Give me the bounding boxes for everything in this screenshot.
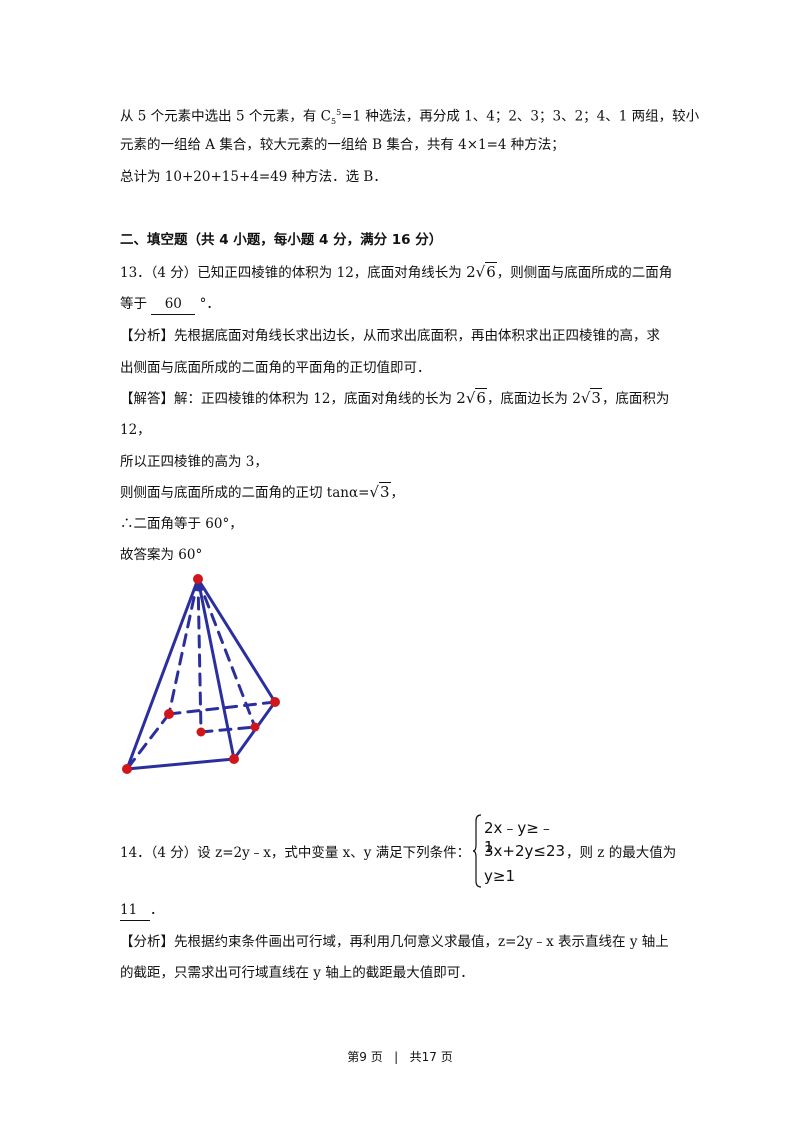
edge-apex-a	[125, 577, 200, 771]
q13-sol-radicand-3b: 3	[378, 482, 391, 501]
q14-stem-line-1b: ，则 z 的最大值为	[566, 845, 677, 861]
left-brace-icon	[472, 814, 482, 888]
q13-solution-2: 12，	[120, 422, 151, 438]
q13-solution-4: 则侧面与底面所成的二面角的正切 tanα=√3，	[120, 482, 404, 503]
edge-apex-d-hidden	[167, 577, 200, 716]
constraint-2: 3x+2y≤23	[484, 842, 566, 860]
q14-analysis-2: 的截距，只需求出可行域直线在 y 轴上的截距最大值即可．	[120, 965, 474, 981]
point-d	[164, 709, 174, 719]
q13-coef: 2	[466, 263, 476, 281]
q13-radicand: 6	[485, 262, 497, 281]
edge-height-hidden	[196, 577, 203, 734]
page-number: 第9 页	[347, 1050, 383, 1064]
point-midpoint	[250, 722, 260, 732]
footer-separator: |	[394, 1050, 399, 1064]
prev-line-3: 总计为 10+20+15+4=49 种方法．选 B．	[120, 169, 387, 185]
edge-diagonal-hidden	[199, 725, 257, 734]
point-center	[196, 727, 206, 737]
edge-a-b	[125, 757, 236, 771]
q13-solution-3: 所以正四棱锥的高为 3，	[120, 454, 268, 470]
section-title: 二、填空题（共 4 小题，每小题 4 分，满分 16 分）	[120, 232, 443, 248]
q13-sol-text-a: 【解答】解：正四棱锥的体积为 12，底面对角线的长为	[120, 391, 452, 407]
combination-subscript: 5	[330, 117, 337, 127]
edge-d-a-hidden	[125, 712, 171, 771]
edge-apex-mid-hidden	[196, 577, 257, 729]
edge-d-c-hidden	[167, 700, 277, 716]
q13-sol-coef: 2	[456, 389, 466, 407]
q13-sol-tan: 则侧面与底面所成的二面角的正切 tanα=	[120, 485, 370, 501]
point-apex	[193, 574, 203, 584]
combination-superscript: 5	[336, 108, 342, 117]
q13-solution-6: 故答案为 60°	[120, 547, 203, 563]
pyramid-figure	[122, 574, 280, 774]
q13-sol-text-b: ，底面边长为 2	[486, 391, 581, 407]
q14-answer-blank: 11	[120, 900, 150, 921]
q13-stem-line-2: 等于 60 °．	[120, 294, 220, 315]
point-a	[122, 764, 132, 774]
q13-sol-sqrt3: √3	[580, 388, 602, 407]
q13-solution-5: ∴二面角等于 60°，	[120, 516, 243, 532]
point-b	[229, 754, 239, 764]
q14-period: ．	[150, 902, 164, 918]
q14-constraint-system: 2x﹣y≥﹣1 3x+2y≤23 y≥1	[472, 813, 566, 889]
prev-text-b: =1 种选法，再分成 1、4；2、3；3、2；4、1 两组，较小	[341, 108, 700, 125]
q13-sol-sqrt3b: √3	[369, 482, 391, 501]
q13-stem-text: 13．（4 分）已知正四棱锥的体积为 12，底面对角线长为	[120, 265, 462, 281]
q13-sol-radicand-3: 3	[590, 388, 602, 407]
q13-degree: °．	[199, 296, 220, 312]
page-footer: 第9 页 | 共17 页	[0, 1048, 800, 1065]
q14-analysis-1: 【分析】先根据约束条件画出可行域，再利用几何意义求最值，z=2y﹣x 表示直线在…	[120, 934, 669, 950]
q13-sqrt-expr: 2√6	[466, 262, 497, 281]
page-total: 共17 页	[409, 1050, 453, 1064]
q13-analysis-1: 【分析】先根据底面对角线长求出边长，从而求出底面积，再由体积求出正四棱锥的高，求	[120, 328, 660, 344]
q13-answer-blank: 60	[151, 294, 196, 315]
q14-answer-line: 11．	[120, 900, 164, 921]
q13-sol-radicand-6: 6	[475, 388, 487, 407]
q14-stem-line-1: 14．（4 分）设 z=2y﹣x，式中变量 x、y 满足下列条件：	[120, 845, 471, 861]
q13-stem-text-3: 等于	[120, 296, 147, 312]
prev-line-1: 从 5 个元素中选出 5 个元素，有 C55=1 种选法，再分成 1、4；2、3…	[120, 103, 699, 132]
q13-sol-comma: ，	[390, 485, 405, 501]
q13-analysis-2: 出侧面与底面所成的二面角的平面角的正切值即可．	[120, 360, 431, 376]
q13-stem-line-1: 13．（4 分）已知正四棱锥的体积为 12，底面对角线长为 2√6，则侧面与底面…	[120, 262, 672, 283]
q13-sol-sqrt6: 2√6	[456, 388, 487, 407]
point-c	[270, 697, 280, 707]
prev-text-a: 从 5 个元素中选出 5 个元素，有 C	[120, 108, 331, 125]
edge-apex-c	[196, 577, 277, 704]
constraint-3: y≥1	[484, 867, 515, 885]
constraint-1: 2x﹣y≥﹣1	[484, 819, 554, 856]
q13-sol-text-c: ，底面积为	[601, 391, 670, 407]
q13-stem-text-2: ，则侧面与底面所成的二面角	[496, 265, 673, 281]
q13-solution-1: 【解答】解：正四棱锥的体积为 12，底面对角线的长为 2√6，底面边长为 2√3…	[120, 388, 669, 409]
prev-line-2: 元素的一组给 A 集合，较大元素的一组给 B 集合，共有 4×1=4 种方法；	[120, 137, 565, 153]
